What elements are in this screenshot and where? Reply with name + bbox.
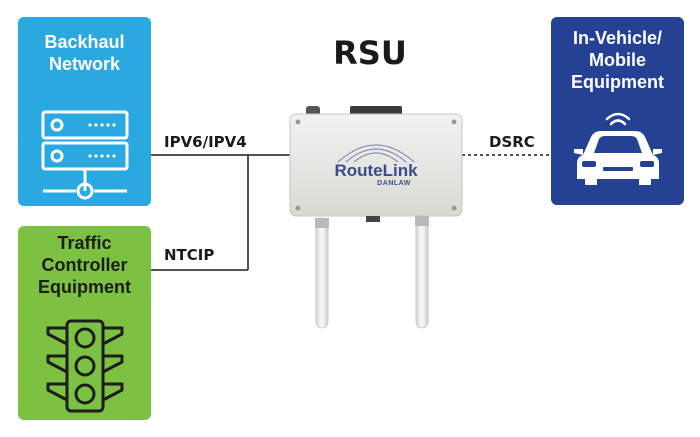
device-brand-label: RouteLink: [334, 161, 418, 180]
link-label-ipv: IPV6/IPV4: [164, 133, 247, 151]
backhaul-network-label: Backhaul Network: [44, 32, 125, 74]
link-label-ntcip: NTCIP: [164, 246, 215, 264]
rsu-device-icon: [289, 106, 463, 329]
link-label-dsrc: DSRC: [489, 133, 535, 151]
traffic-controller-box: Traffic Controller Equipment: [18, 226, 151, 420]
in-vehicle-equipment-box: In-Vehicle/ Mobile Equipment: [551, 17, 684, 205]
server-icon: [41, 110, 129, 200]
traffic-light-icon: [46, 319, 124, 413]
rsu-title: RSU: [333, 34, 407, 72]
device-manufacturer-label: DANLAW: [377, 180, 411, 187]
in-vehicle-equipment-label: In-Vehicle/ Mobile Equipment: [571, 28, 664, 92]
traffic-controller-label: Traffic Controller Equipment: [38, 233, 131, 297]
car-icon: [574, 112, 662, 185]
backhaul-network-box: Backhaul Network: [18, 17, 151, 206]
